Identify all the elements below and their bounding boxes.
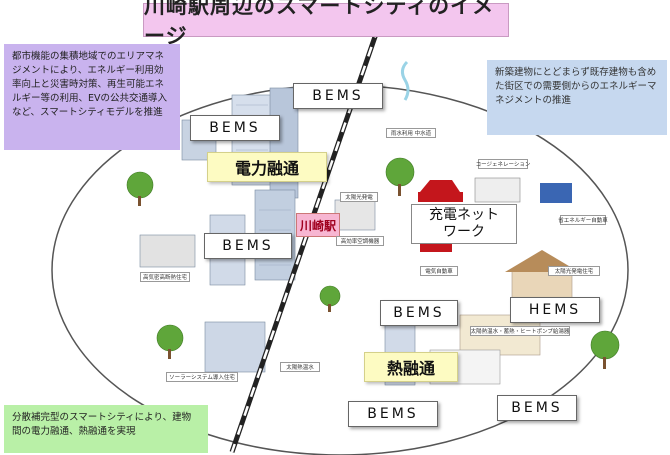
heat-interchange-label: 熱融通	[364, 352, 458, 382]
caption-solar-housing: 太陽光発電住宅	[548, 266, 600, 276]
trees	[126, 157, 620, 369]
page-title: 川崎駅周辺のスマートシティのイメージ	[143, 0, 509, 48]
bems-label-top: BEMS	[293, 83, 383, 109]
caption-rainwater: 雨水利用 中水道	[386, 128, 436, 138]
caption-high-insulation-housing: 高気密高断熱住宅	[140, 272, 190, 282]
bems-label-left: BEMS	[204, 233, 292, 259]
caption-solar-water-heater: 太陽熱温水	[280, 362, 320, 372]
note-existing-buildings: 新築建物にとどまらず既存建物も含めた街区での需要側からのエネルギーマネジメントの…	[487, 60, 667, 135]
bems-label-bottom: BEMS	[348, 401, 438, 427]
station-label: 川崎駅	[296, 213, 340, 237]
caption-solar-heat-storage: 太陽熱温水・蓄熱・ヒートポンプ給湯器	[470, 326, 570, 336]
caption-energy-saving-vehicle: 省エネルギー自動車	[558, 215, 608, 225]
hems-label: HEMS	[510, 297, 600, 323]
caption-electric-vehicle: 電気自動車	[420, 266, 458, 276]
caption-cogeneration: コージェネレーション	[476, 159, 530, 169]
bems-label-right-middle: BEMS	[380, 300, 458, 326]
bems-label-bottom-right: BEMS	[497, 395, 577, 421]
bems-label-upper-left: BEMS	[190, 115, 280, 141]
power-interchange-label: 電力融通	[207, 152, 327, 182]
note-distributed-smart-city: 分散補完型のスマートシティにより、建物間の電力融通、熱融通を実現	[4, 405, 208, 453]
caption-solar-system-housing: ソーラーシステム導入住宅	[166, 372, 238, 382]
caption-solar-power: 太陽光発電	[340, 192, 378, 202]
charging-network-label: 充電ネット ワーク	[411, 204, 517, 244]
note-area-management: 都市機能の集積地域でのエリアマネジメントにより、エネルギー利用効率向上と災害時対…	[4, 44, 180, 150]
caption-high-efficiency-ac: 高効率空調機器	[336, 236, 384, 246]
